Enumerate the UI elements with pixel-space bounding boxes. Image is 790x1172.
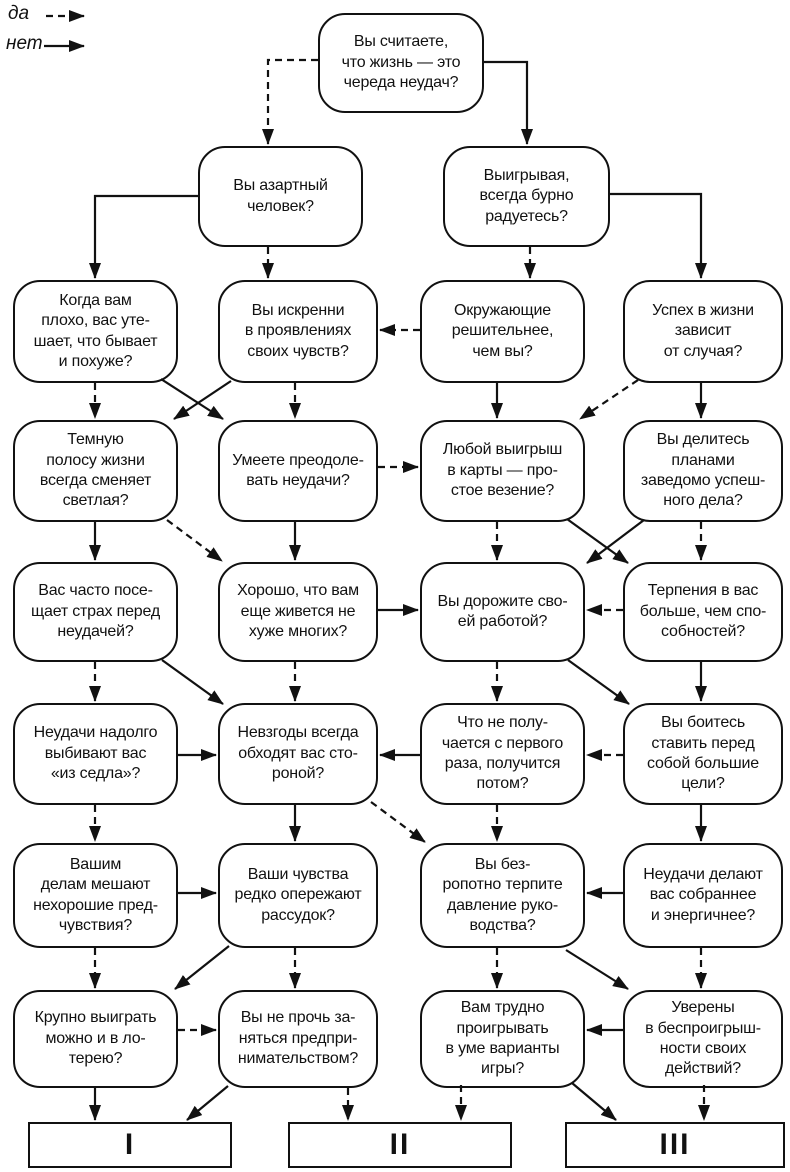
question-cards-luck: Любой выигрыш в карты — про- стое везени… [420,420,585,522]
edge-fear-troubles-no [161,659,224,705]
edge-luck-cards-yes [579,379,639,420]
question-sincere: Вы искренни в проявлениях своих чувств? [218,280,378,383]
question-value-job: Вы дорожите сво- ей работой? [420,562,585,662]
result-box-3: III [565,1122,785,1168]
edge-cards-patience-no [566,518,629,564]
question-luck: Успех в жизни зависит от случая? [623,280,783,383]
question-lottery: Крупно выиграть можно и в ло- терею? [13,990,178,1088]
edge-feelings-lottery-no [174,945,230,990]
edge-life-rejoice-no [484,60,533,145]
legend-no-label: нет [6,33,43,54]
edge-losing-res3-no [571,1082,617,1121]
edge-troubles-endure-yes [370,801,426,843]
question-big-goals: Вы боитесь ставить перед собой большие ц… [623,703,783,805]
result-box-1: I [28,1122,232,1168]
question-premonitions: Вашим делам мешают нехорошие пред- чувст… [13,843,178,948]
question-dark-stripe: Темную полосу жизни всегда сменяет светл… [13,420,178,522]
question-overcome: Умеете преодоле- вать неудачи? [218,420,378,522]
question-not-worse: Хорошо, что вам еще живется не хуже мног… [218,562,378,662]
edge-shareplans-valuejob-no [586,519,645,564]
question-entrepreneur: Вы не прочь за- няться предпри- ниматель… [218,990,378,1088]
result-box-2: II [288,1122,512,1168]
question-patience: Терпения в вас больше, чем спо- собносте… [623,562,783,662]
question-console: Когда вам плохо, вас уте- шает, что быва… [13,280,178,383]
question-sure-win: Уверены в беспроигрыш- ности своих дейст… [623,990,783,1088]
question-fear: Вас часто посе- щает страх перед неудаче… [13,562,178,662]
question-losing-in-mind: Вам трудно проигрывать в уме варианты иг… [420,990,585,1088]
edge-endure-sure-no [565,949,629,990]
edge-life-gambler-yes [262,58,318,145]
question-rejoice: Выигрывая, всегда бурно радуетесь? [443,146,610,247]
question-feelings: Ваши чувства редко опережают рассудок? [218,843,378,948]
question-decisive: Окружающие решительнее, чем вы? [420,280,585,383]
question-life-failures: Вы считаете, что жизнь — это череда неуд… [318,13,484,113]
question-share-plans: Вы делитесь планами заведомо успеш- ного… [623,420,783,522]
edge-console-overcome-no [160,378,224,420]
edge-sincere-darkstripe-no [173,380,232,420]
question-endure-pressure: Вы без- ропотно терпите давление руко- в… [420,843,585,948]
edge-rejoice-luck-no [610,192,707,279]
edge-darkstripe-notworse-yes [166,519,223,562]
edge-valuejob-biggoals-no [567,659,630,705]
question-troubles-avoid: Невзгоды всегда обходят вас сто- роной? [218,703,378,805]
question-gambler: Вы азартный человек? [198,146,363,247]
question-unseat: Неудачи надолго выбивают вас «из седла»? [13,703,178,805]
question-first-try: Что не полу- чается с первого раза, полу… [420,703,585,805]
question-collected: Неудачи делают вас собраннее и энергичне… [623,843,783,948]
legend-yes-label: да [8,3,30,24]
edge-gambler-console-no [89,194,198,279]
edge-entrepreneur-res1-no [186,1085,229,1121]
